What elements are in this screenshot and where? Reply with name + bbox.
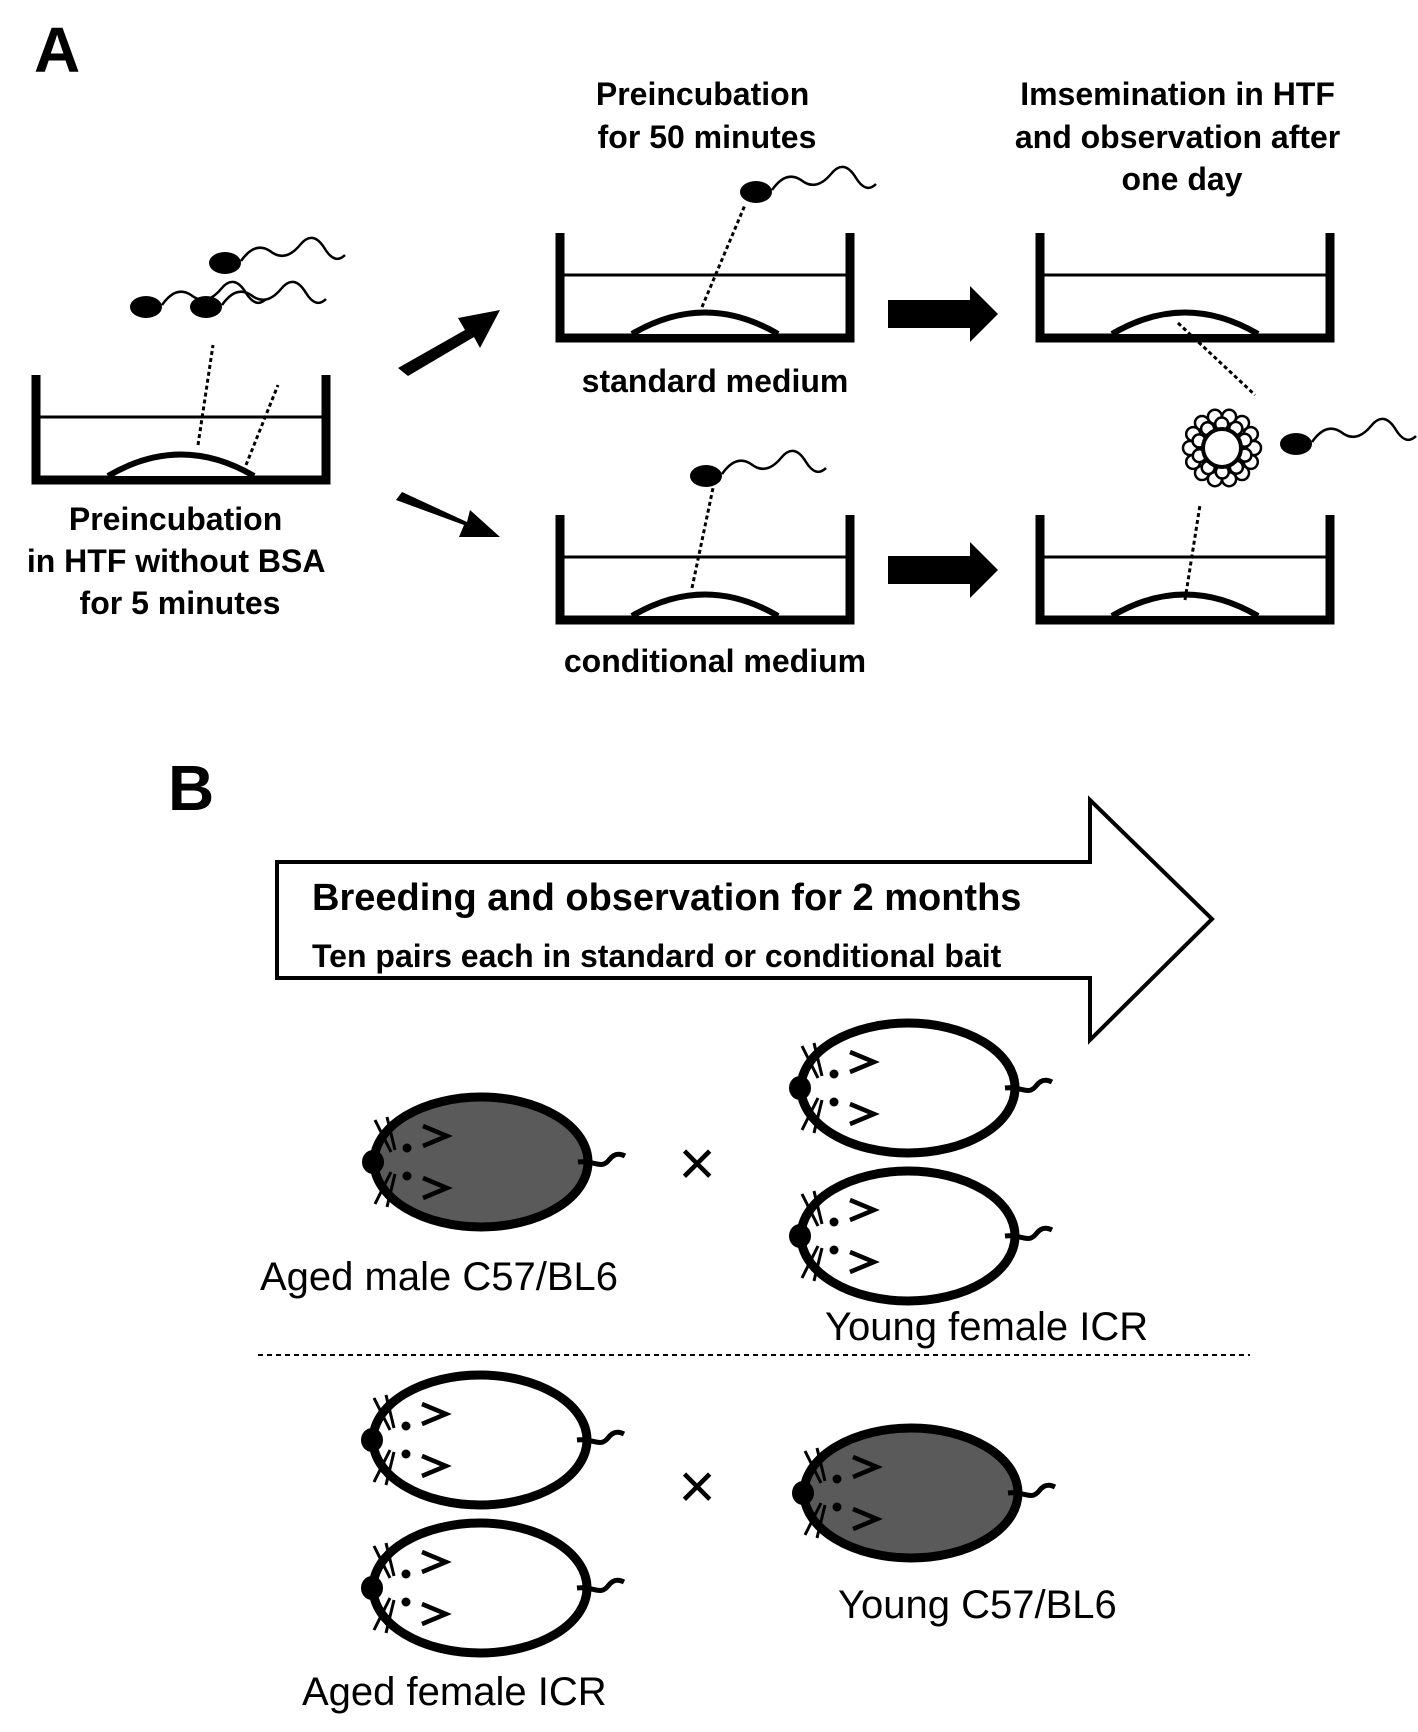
conditional-medium-label: conditional medium: [564, 643, 866, 679]
aged-female-icr-mouse-2: [361, 1518, 624, 1658]
standard-medium-label: standard medium: [582, 363, 849, 399]
conditional-medium-dish: [560, 449, 850, 620]
young-c57-mouse: [792, 1423, 1055, 1563]
standard-medium-dish: [560, 165, 878, 338]
breeding-arrow: [275, 795, 1215, 1045]
sperm-cluster: [128, 236, 347, 320]
initial-label: Preincubation in HTF without BSA for 5 m…: [27, 501, 333, 621]
oocyte-sperm: [1278, 417, 1418, 457]
insemination-dish-top: [1040, 233, 1330, 397]
insemination-dish-bottom: [1040, 504, 1330, 620]
arrow-to-conditional: [396, 492, 500, 537]
aged-female-icr-label: Aged female ICR: [302, 1670, 607, 1714]
preincubation-label: Preincubation for 50 minutes: [596, 76, 818, 155]
oocyte-icon: [1181, 408, 1263, 488]
breeding-subtitle: Ten pairs each in standard or conditiona…: [312, 938, 1002, 974]
aged-male-c57-label: Aged male C57/BL6: [260, 1255, 618, 1299]
arrow-to-standard: [398, 310, 500, 376]
young-female-icr-mouse-2: [789, 1166, 1052, 1306]
young-female-icr-mouse-1: [789, 1018, 1052, 1158]
panel-a-letter: A: [34, 14, 80, 86]
panel-b-letter: B: [168, 752, 214, 824]
cross-symbol-1: ×: [678, 1127, 715, 1199]
young-c57-label: Young C57/BL6: [838, 1583, 1117, 1627]
arrow-standard-to-insemination: [888, 286, 998, 342]
young-female-icr-label: Young female ICR: [825, 1305, 1148, 1349]
initial-dish: [36, 344, 326, 480]
insemination-label: Imsemination in HTF and observation afte…: [1015, 76, 1349, 197]
arrow-conditional-to-insemination: [888, 542, 998, 598]
breeding-title: Breeding and observation for 2 months: [312, 877, 1021, 919]
cross-symbol-2: ×: [678, 1450, 715, 1522]
aged-female-icr-mouse-1: [361, 1370, 624, 1510]
aged-male-c57-mouse: [362, 1092, 625, 1232]
